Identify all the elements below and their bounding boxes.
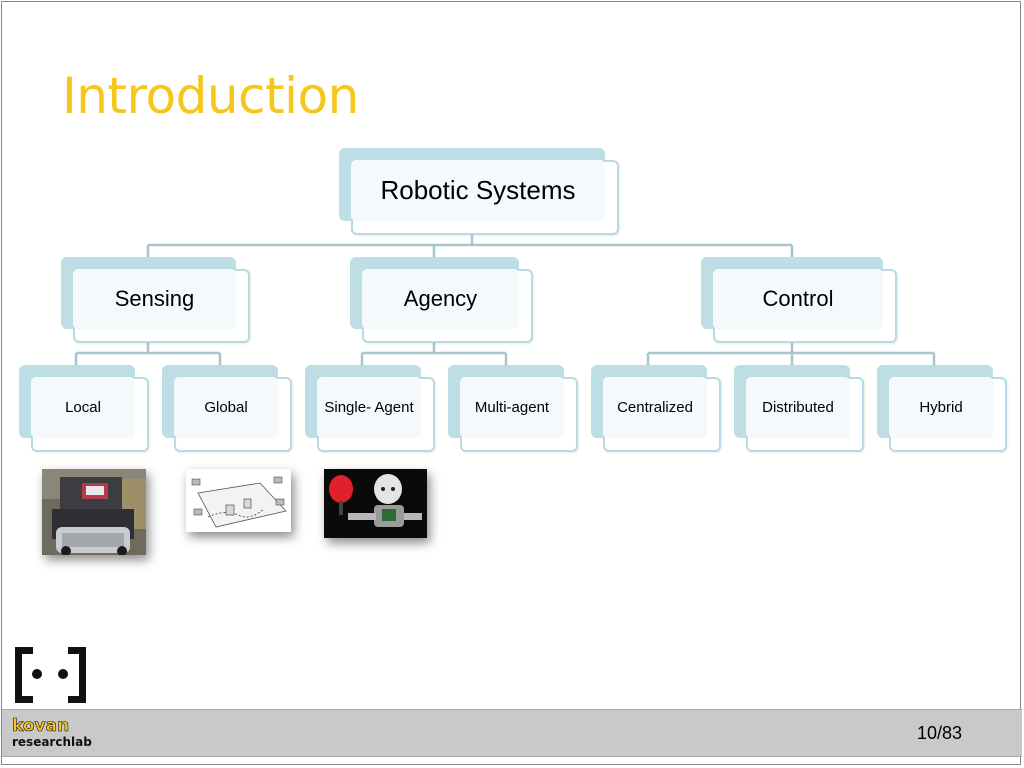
node-local: Local (19, 365, 149, 452)
slide-footer: 10/83 (2, 709, 1022, 757)
node-label: Sensing (114, 286, 195, 311)
node-label: Agency (403, 286, 478, 311)
logo-line1: kovan (12, 716, 69, 736)
node-control: Control (701, 257, 897, 343)
node-label: Distributed (762, 399, 834, 416)
node-label: Control (762, 286, 834, 311)
node-single-agent: Single- Agent (305, 365, 435, 452)
connector-control (646, 342, 936, 366)
node-robotic-systems: Robotic Systems (339, 148, 619, 235)
node-label: Local (65, 399, 101, 416)
node-agency: Agency (350, 257, 533, 343)
node-sensing: Sensing (61, 257, 250, 343)
global-sensing-diagram (186, 469, 291, 532)
connector-root (146, 234, 794, 258)
node-label: Global (204, 399, 248, 416)
node-label: Multi-agent (474, 399, 550, 416)
connector-agency (360, 342, 508, 366)
node-label: Hybrid (919, 399, 963, 416)
connector-sensing (74, 342, 222, 366)
node-hybrid: Hybrid (877, 365, 1007, 452)
node-global: Global (162, 365, 292, 452)
node-label: Single- Agent (324, 399, 414, 416)
logo-line2: researchlab (12, 735, 92, 749)
slide-title: Introduction (62, 67, 359, 125)
humanoid-robot-photo (324, 469, 427, 538)
mobile-robot-photo (42, 469, 146, 555)
kovan-researchlab-logo: kovan researchlab (12, 716, 92, 749)
node-label: Robotic Systems (380, 175, 576, 205)
node-label: Centralized (617, 399, 693, 416)
page-number: 10/83 (916, 723, 962, 743)
kovan-logo-icon (15, 647, 86, 703)
node-multi-agent: Multi-agent (448, 365, 578, 452)
node-centralized: Centralized (591, 365, 721, 452)
node-distributed: Distributed (734, 365, 864, 452)
